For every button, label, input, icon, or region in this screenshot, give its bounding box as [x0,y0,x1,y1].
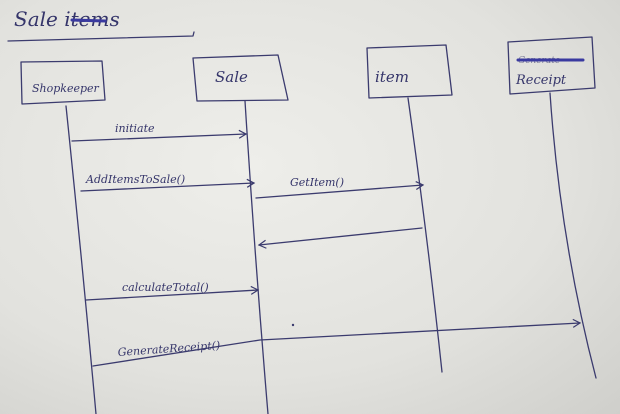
ink-dot [291,323,295,327]
message-label: calculateTotal() [122,281,209,294]
lifeline-item [407,97,443,373]
message-get-item: GetItem() [255,176,425,199]
message-label: GenerateReceipt() [117,339,220,359]
message-return-item [257,227,423,249]
message-calculate-total: calculateTotal() [85,281,260,301]
message-label: initiate [115,122,155,135]
lifeline-shopkeeper [65,105,97,414]
message-label: AddItemsToSale() [85,173,185,186]
title-strike-mark [70,18,107,23]
participant-shopkeeper: Shopkeeper [20,60,106,105]
lifeline-receipt [549,92,597,379]
message-arrow [257,227,423,249]
lifeline-sale [244,100,269,414]
message-arrow [92,318,582,367]
participant-receipt: Generate Receipt [507,36,596,95]
message-generate-receipt: GenerateReceipt() [92,318,582,367]
title-text: Sale items [14,7,120,31]
message-arrow [255,181,425,199]
message-initiate: initiate [71,122,248,142]
participant-sale: Sale [192,54,289,102]
message-arrow [85,285,260,301]
message-label: GetItem() [290,176,344,189]
participant-item: item [366,44,453,99]
participant-label: Sale [215,68,248,86]
message-arrow [71,129,248,142]
message-arrow [80,178,256,192]
participant-label: Shopkeeper [32,82,100,95]
participant-label: Receipt [515,73,567,88]
message-add-items-to-sale: AddItemsToSale() [80,173,256,192]
title-underline [7,31,195,42]
participant-label: item [375,68,409,86]
diagram-title: Sale items to [7,7,195,42]
